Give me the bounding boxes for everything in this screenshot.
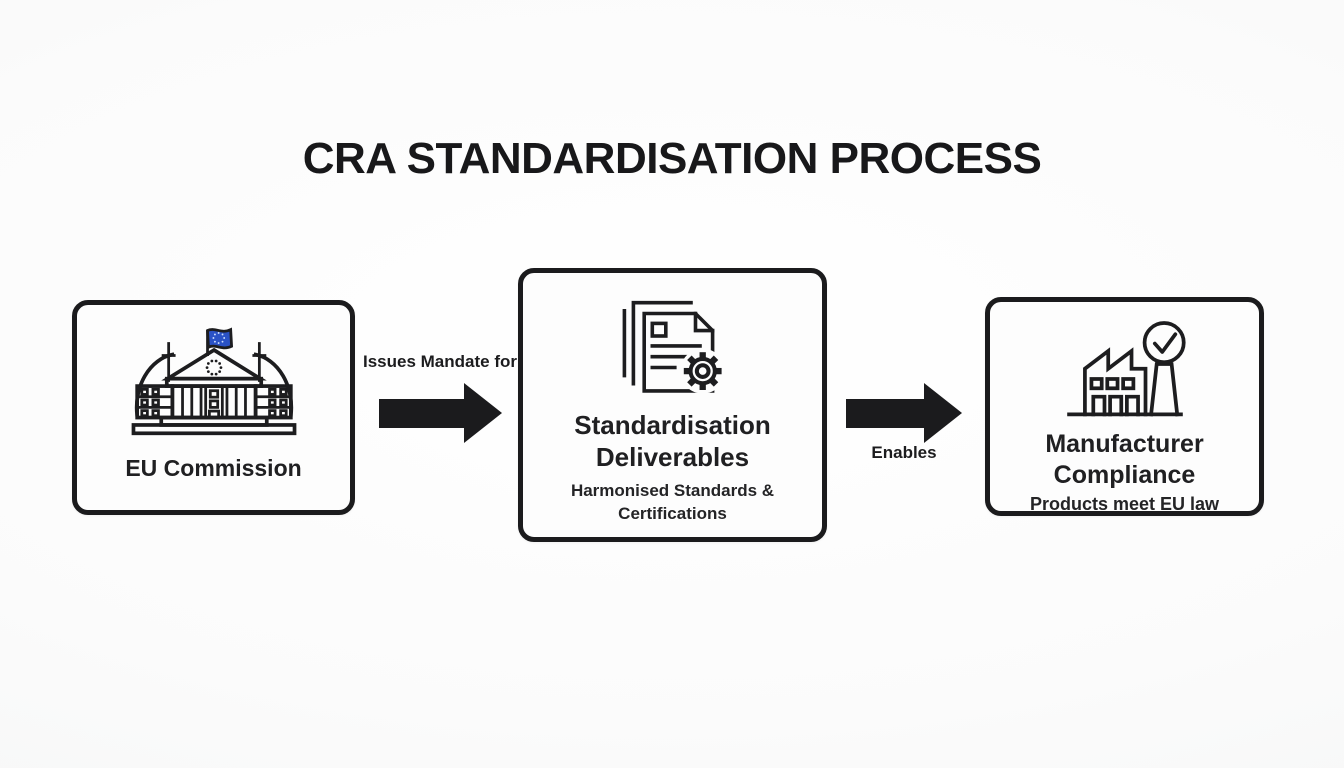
right-arrow-icon bbox=[378, 383, 502, 443]
node-standardisation-deliverables: Standardisation Deliverables Harmonised … bbox=[518, 268, 827, 542]
connector-enables-label: Enables bbox=[871, 443, 937, 462]
node-label-manufacturer-compliance: Manufacturer Compliance bbox=[1045, 430, 1204, 489]
node-manufacturer-compliance: Manufacturer Compliance Products meet EU… bbox=[985, 297, 1264, 516]
diagram-title: CRA STANDARDISATION PROCESS bbox=[302, 134, 1042, 183]
factory-checkmark-icon bbox=[1064, 310, 1186, 425]
node-label-eu-commission: EU Commission bbox=[125, 455, 302, 481]
connector-mandate-label: Issues Mandate for bbox=[363, 352, 517, 371]
node-sublabel-manufacturer-compliance: Products meet EU law bbox=[1029, 494, 1220, 514]
connector-mandate: Issues Mandate for bbox=[358, 352, 522, 443]
right-arrow-icon bbox=[846, 383, 962, 443]
node-eu-commission: EU Commission bbox=[72, 300, 355, 515]
node-sublabel-standardisation-deliverables: Harmonised Standards & Certifications bbox=[570, 481, 775, 523]
eu-commission-building-icon bbox=[126, 325, 302, 442]
documents-gear-icon bbox=[610, 291, 736, 404]
node-label-standardisation-deliverables: Standardisation Deliverables bbox=[574, 410, 771, 472]
connector-enables: Enables bbox=[844, 383, 964, 463]
